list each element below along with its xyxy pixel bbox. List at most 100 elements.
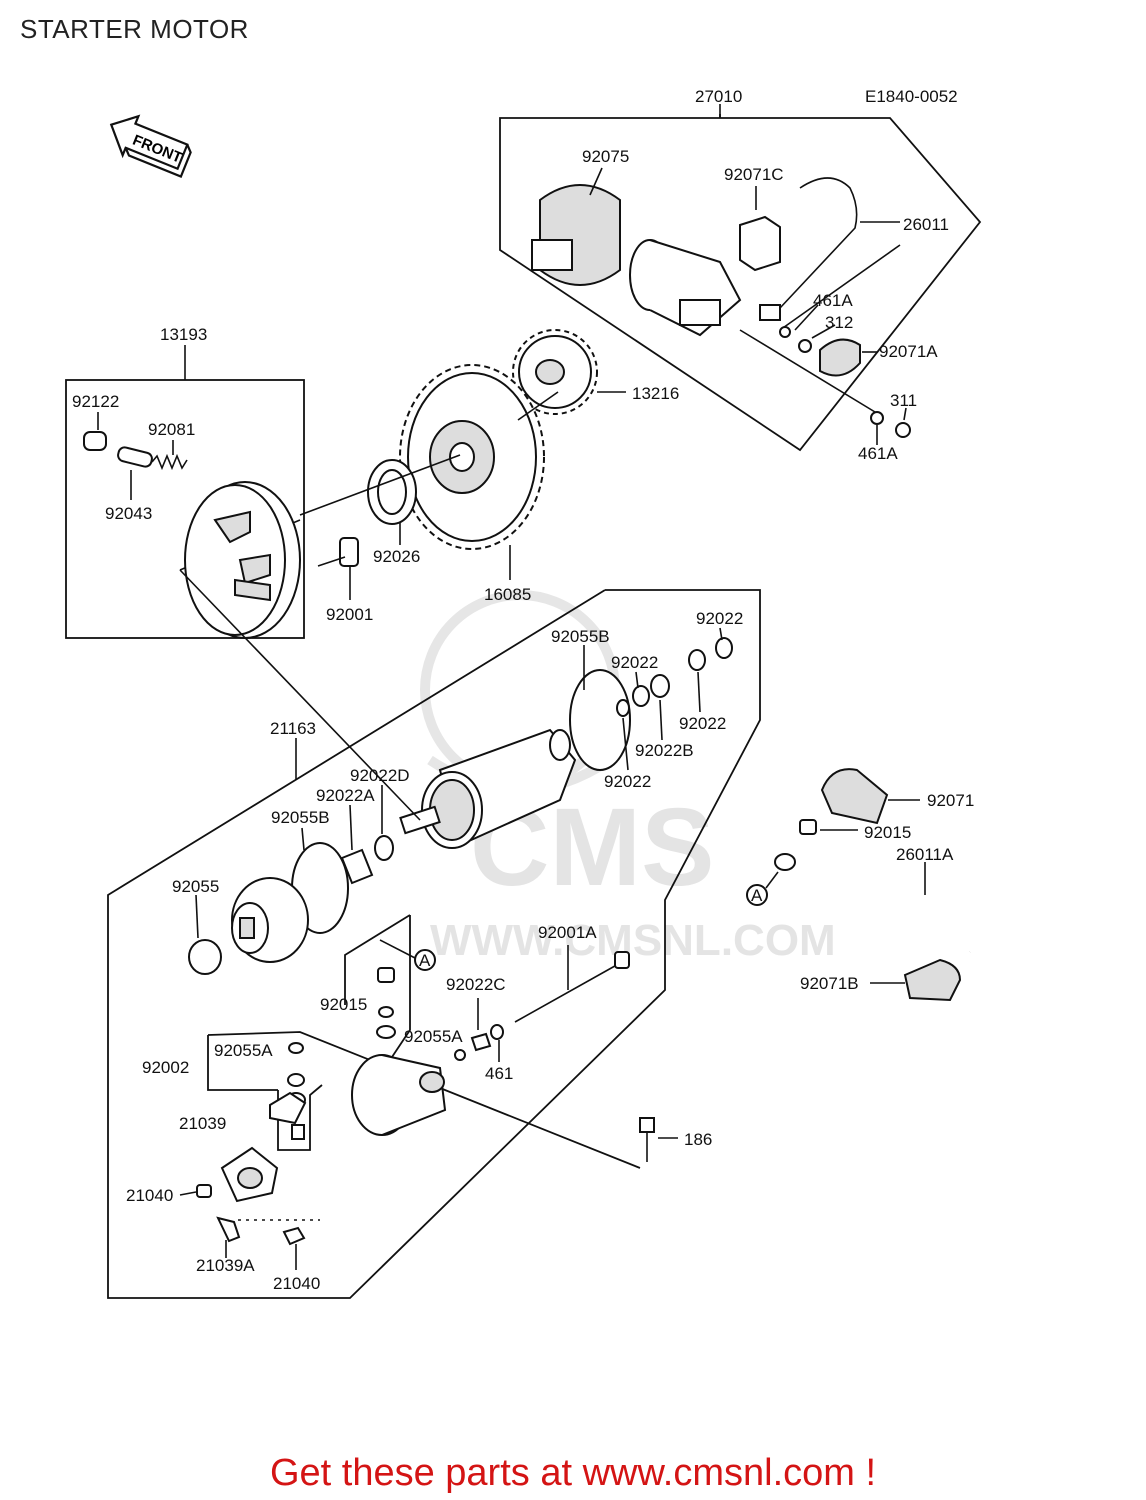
part-92071A-cap [819, 338, 861, 377]
part-21039A-brush [216, 1216, 241, 1243]
assembly-box-27010 [499, 104, 982, 452]
label-186: 186 [684, 1130, 712, 1149]
label-92071A: 92071A [879, 342, 938, 361]
label-461A-a: 461A [813, 291, 853, 310]
part-92081-spring [151, 453, 188, 471]
label-21040-a: 21040 [126, 1186, 173, 1205]
part-92055B-oring-a [569, 669, 631, 771]
part-brush-holder [220, 1146, 279, 1203]
label-461: 461 [485, 1064, 513, 1083]
callout-A-1 [414, 949, 436, 971]
part-21040-spring-a [196, 1184, 212, 1198]
part-92022-washer-2 [632, 685, 650, 707]
assembly-box-13193 [65, 345, 305, 639]
part-92071-cap [820, 768, 889, 825]
part-92001-bolt [317, 537, 359, 600]
part-92055-oring [188, 939, 222, 975]
label-21039A: 21039A [196, 1256, 255, 1275]
label-26011: 26011 [903, 215, 949, 234]
part-solenoid-body [629, 239, 742, 337]
label-92071C: 92071C [724, 165, 784, 184]
label-92043: 92043 [105, 504, 152, 523]
part-461A-washer-b [870, 411, 884, 425]
label-92001A: 92001A [538, 923, 597, 942]
label-461A-b: 461A [858, 444, 898, 463]
label-92026: 92026 [373, 547, 420, 566]
part-clutch-housing [184, 481, 301, 639]
part-92055A-oring-b [454, 1049, 466, 1061]
assembly-box-21163 [107, 589, 761, 1299]
label-92022D: 92022D [350, 766, 410, 785]
label-92015-a: 92015 [864, 823, 911, 842]
part-labels: 27010 92075 92071C 26011 461A 312 92071A… [72, 87, 974, 1293]
part-92015-nut-b [377, 967, 395, 983]
part-92026-washer [367, 459, 417, 545]
part-92122-roller [83, 431, 107, 451]
label-92071B: 92071B [800, 974, 859, 993]
label-92015-b: 92015 [320, 995, 367, 1014]
label-92022-a: 92022 [696, 609, 743, 628]
part-armature [399, 728, 577, 849]
part-186-bolt [639, 1117, 678, 1162]
label-92022C: 92022C [446, 975, 506, 994]
label-21039: 21039 [179, 1114, 226, 1133]
part-312-nut [798, 339, 812, 353]
part-21039-brush [269, 1091, 307, 1125]
part-92022-washer-1 [616, 699, 630, 717]
label-92071: 92071 [927, 791, 974, 810]
label-92055: 92055 [172, 877, 219, 896]
label-92081: 92081 [148, 420, 195, 439]
label-92002: 92002 [142, 1058, 189, 1077]
label-92055A-a: 92055A [214, 1041, 273, 1060]
label-311: 311 [890, 391, 917, 410]
label-92075: 92075 [582, 147, 629, 166]
part-16085-gear [399, 364, 545, 580]
callout-A-2 [746, 884, 768, 906]
callout-A-2-text: A [751, 886, 763, 905]
part-92022D-washer [374, 835, 394, 861]
part-92022-washer-4 [715, 637, 733, 659]
part-92075-cover [531, 167, 621, 286]
drawing-code: E1840-0052 [865, 87, 958, 106]
label-21163: 21163 [270, 719, 316, 738]
label-92022B: 92022B [635, 741, 694, 760]
label-27010: 27010 [695, 87, 742, 106]
watermark-url: WWW.CMSNL.COM [430, 916, 836, 965]
page-title: STARTER MOTOR [20, 14, 249, 44]
part-92015-nut-a [799, 819, 817, 835]
label-92022-b: 92022 [611, 653, 658, 672]
part-92043-pin [117, 446, 153, 468]
label-92022-c: 92022 [679, 714, 726, 733]
part-92001A-bolt [514, 945, 630, 1023]
label-92055B-a: 92055B [551, 627, 610, 646]
label-92001: 92001 [326, 605, 373, 624]
part-92022-washer-3 [688, 649, 706, 671]
part-461A-washer-a [779, 326, 791, 338]
label-92122: 92122 [72, 392, 119, 411]
label-13193: 13193 [160, 325, 207, 344]
part-26011-lead [759, 177, 901, 331]
part-21040-spring-b [282, 1226, 306, 1246]
part-92022A-plate [340, 848, 374, 885]
label-21040-b: 21040 [273, 1274, 320, 1293]
part-rear-cover [351, 1054, 447, 1136]
part-92022B-washer [650, 674, 670, 698]
part-13216-idle-gear [512, 329, 626, 415]
footer-promo-link[interactable]: Get these parts at www.cmsnl.com ! [269, 1452, 877, 1494]
label-92022-d: 92022 [604, 772, 651, 791]
part-26011A-lead [774, 853, 1032, 955]
front-arrow-icon: FRONT [109, 114, 192, 178]
label-92055A-b: 92055A [404, 1027, 463, 1046]
part-461-washer [490, 1024, 504, 1040]
label-92022A: 92022A [316, 786, 375, 805]
label-26011A: 26011A [896, 845, 954, 864]
part-311-nut [895, 422, 911, 438]
part-front-cover [231, 877, 309, 963]
callout-A-1-text: A [419, 951, 431, 970]
part-92071B-cap [903, 958, 962, 1002]
terminal-sub-box [207, 914, 641, 1169]
label-312: 312 [825, 313, 853, 332]
label-92055B-b: 92055B [271, 808, 330, 827]
label-16085: 16085 [484, 585, 531, 604]
